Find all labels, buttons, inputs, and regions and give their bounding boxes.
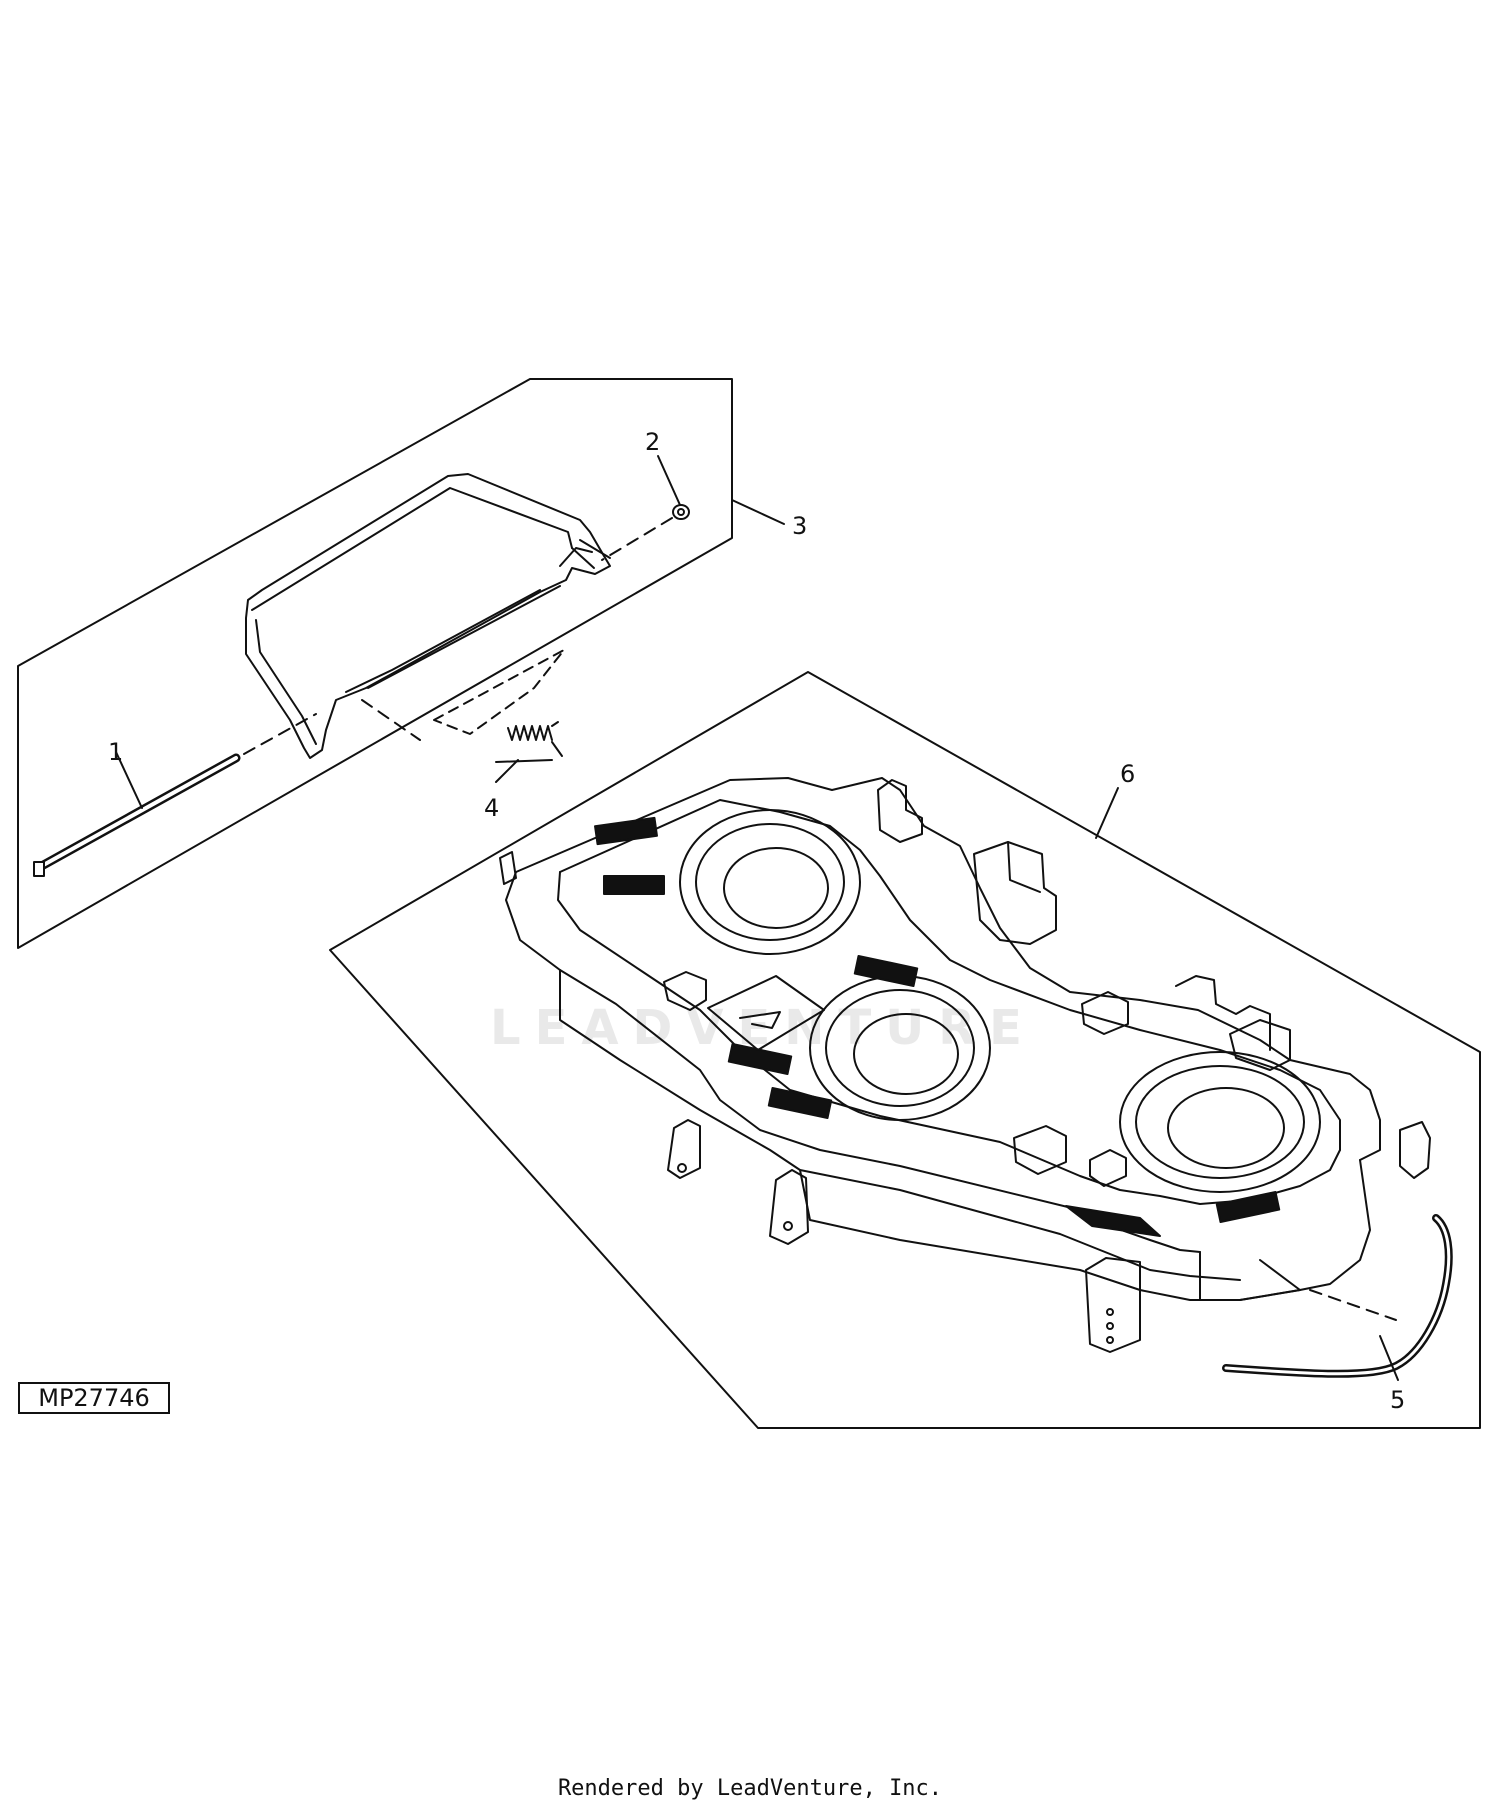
leader-lines xyxy=(115,455,1399,1381)
part-3-deflector xyxy=(245,473,611,759)
spindle-center xyxy=(809,975,991,1121)
frame-deck-6 xyxy=(329,671,1481,1429)
part-6-mower-deck xyxy=(499,777,1431,1353)
part-5-bumper xyxy=(1222,1214,1453,1378)
footer-credit: Rendered by LeadVenture, Inc. xyxy=(557,1776,943,1801)
figure-id-label: MP27746 xyxy=(18,1382,170,1414)
part-4-spring xyxy=(433,649,565,763)
part-2-nut xyxy=(601,504,690,561)
frame-assembly-3 xyxy=(17,378,733,949)
callout-4[interactable]: 4 xyxy=(484,794,500,822)
part-1-rod xyxy=(33,713,317,877)
callout-2[interactable]: 2 xyxy=(645,428,661,456)
callout-1[interactable]: 1 xyxy=(108,738,124,766)
callout-5[interactable]: 5 xyxy=(1390,1386,1406,1414)
callout-3[interactable]: 3 xyxy=(792,512,808,540)
watermark: LEADVENTURE xyxy=(490,1000,1036,1056)
spindle-left xyxy=(679,809,861,955)
callout-6[interactable]: 6 xyxy=(1120,760,1136,788)
spindle-right xyxy=(1119,1051,1321,1193)
